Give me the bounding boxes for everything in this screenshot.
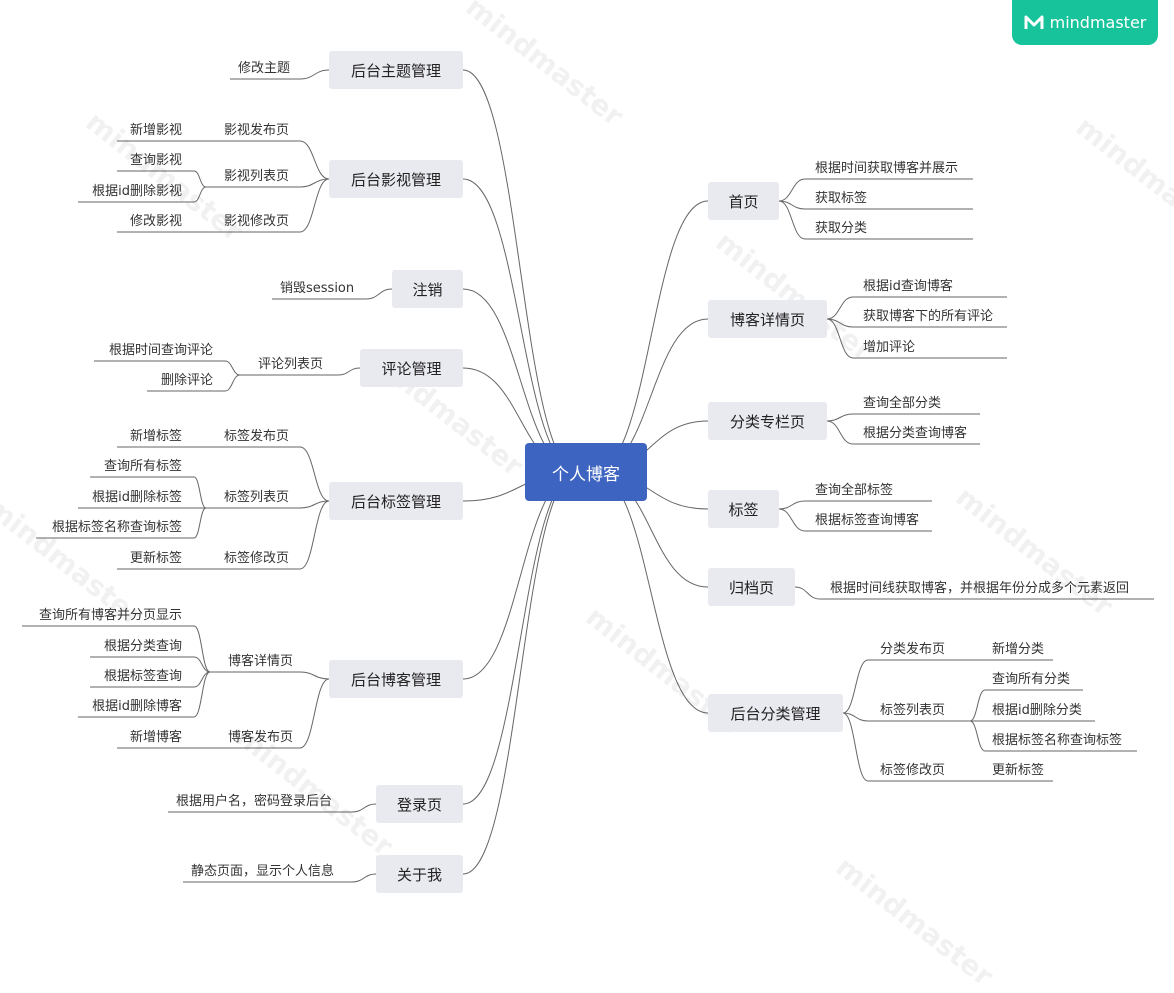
branch-right-0[interactable]: 首页 — [708, 182, 779, 220]
leaf-left-4-2-0[interactable]: 更新标签 — [129, 551, 182, 566]
leaf-left-4-0-0[interactable]: 新增标签 — [129, 429, 182, 444]
mindmaster-logo-icon — [1024, 15, 1044, 29]
leaf-left-5-0-3[interactable]: 根据id删除博客 — [92, 699, 182, 714]
sub-right-5-1[interactable]: 标签列表页 — [880, 703, 946, 718]
leaf-right-0-2[interactable]: 获取分类 — [815, 221, 868, 236]
branch-left-1[interactable]: 后台影视管理 — [329, 160, 463, 198]
branch-left-7[interactable]: 关于我 — [376, 855, 463, 893]
branch-right-1[interactable]: 博客详情页 — [708, 300, 827, 338]
leaf-left-7-0[interactable]: 静态页面，显示个人信息 — [191, 864, 335, 879]
leaf-right-0-0[interactable]: 根据时间获取博客并展示 — [815, 161, 959, 176]
sub-left-5-0[interactable]: 博客详情页 — [228, 654, 294, 669]
leaf-right-5-1-0[interactable]: 查询所有分类 — [992, 672, 1071, 687]
leaf-left-1-2-0[interactable]: 修改影视 — [129, 214, 182, 229]
leaf-left-1-1-1[interactable]: 根据id删除影视 — [92, 184, 182, 199]
branch-left-2[interactable]: 注销 — [392, 270, 463, 308]
sub-left-3-0[interactable]: 评论列表页 — [258, 357, 324, 372]
leaf-right-5-2-0[interactable]: 更新标签 — [992, 763, 1045, 778]
branch-right-4[interactable]: 归档页 — [708, 568, 795, 606]
leaf-right-2-1[interactable]: 根据分类查询博客 — [863, 426, 968, 441]
sub-right-5-2[interactable]: 标签修改页 — [880, 763, 946, 778]
sub-left-1-0[interactable]: 影视发布页 — [224, 123, 290, 138]
sub-left-4-1[interactable]: 标签列表页 — [224, 490, 290, 505]
branch-right-5[interactable]: 后台分类管理 — [708, 694, 843, 732]
sub-left-4-2[interactable]: 标签修改页 — [224, 551, 290, 566]
leaf-right-4-0[interactable]: 根据时间线获取博客，并根据年份分成多个元素返回 — [830, 581, 1130, 596]
branch-right-3[interactable]: 标签 — [708, 490, 779, 528]
leaf-left-5-0-0[interactable]: 查询所有博客并分页显示 — [38, 608, 182, 623]
branch-left-3[interactable]: 评论管理 — [360, 349, 463, 387]
brand-name: mindmaster — [1049, 13, 1147, 32]
branch-right-2[interactable]: 分类专栏页 — [708, 402, 827, 440]
leaf-left-3-0-1[interactable]: 删除评论 — [160, 373, 213, 388]
leaf-left-2-0[interactable]: 销毁session — [280, 281, 355, 296]
branch-left-4[interactable]: 后台标签管理 — [329, 482, 463, 520]
leaf-right-5-1-1[interactable]: 根据id删除分类 — [992, 703, 1082, 718]
leaf-right-5-0-0[interactable]: 新增分类 — [992, 642, 1045, 657]
leaf-right-3-1[interactable]: 根据标签查询博客 — [815, 513, 920, 528]
sub-left-1-1[interactable]: 影视列表页 — [224, 169, 290, 184]
leaf-right-3-0[interactable]: 查询全部标签 — [815, 483, 894, 498]
sub-right-5-0[interactable]: 分类发布页 — [880, 642, 946, 657]
sub-left-5-1[interactable]: 博客发布页 — [228, 730, 294, 745]
leaf-right-1-0[interactable]: 根据id查询博客 — [863, 279, 953, 294]
leaf-left-0-0[interactable]: 修改主题 — [238, 61, 291, 76]
leaf-left-4-1-1[interactable]: 根据id删除标签 — [92, 490, 182, 505]
sub-left-1-2[interactable]: 影视修改页 — [224, 214, 290, 229]
leaf-left-1-1-0[interactable]: 查询影视 — [129, 153, 182, 168]
leaf-left-4-1-0[interactable]: 查询所有标签 — [103, 459, 182, 474]
leaf-left-5-1-0[interactable]: 新增博客 — [129, 730, 182, 745]
root-node[interactable]: 个人博客 — [525, 443, 647, 501]
brand-badge: mindmaster — [1012, 0, 1158, 45]
branch-left-0[interactable]: 后台主题管理 — [329, 51, 463, 89]
leaf-left-1-0-0[interactable]: 新增影视 — [129, 123, 182, 138]
leaf-left-4-1-2[interactable]: 根据标签名称查询标签 — [51, 520, 182, 535]
leaf-left-5-0-2[interactable]: 根据标签查询 — [103, 669, 182, 684]
leaf-right-5-1-2[interactable]: 根据标签名称查询标签 — [992, 733, 1123, 748]
branch-left-6[interactable]: 登录页 — [376, 785, 463, 823]
leaf-left-6-0[interactable]: 根据用户名，密码登录后台 — [176, 794, 333, 809]
leaf-left-3-0-0[interactable]: 根据时间查询评论 — [108, 343, 213, 358]
leaf-right-0-1[interactable]: 获取标签 — [815, 191, 868, 206]
leaf-right-1-2[interactable]: 增加评论 — [863, 340, 916, 355]
leaf-right-2-0[interactable]: 查询全部分类 — [863, 396, 942, 411]
leaf-left-5-0-1[interactable]: 根据分类查询 — [103, 639, 182, 654]
sub-left-4-0[interactable]: 标签发布页 — [224, 429, 290, 444]
leaf-right-1-1[interactable]: 获取博客下的所有评论 — [863, 309, 994, 324]
branch-left-5[interactable]: 后台博客管理 — [329, 660, 463, 698]
